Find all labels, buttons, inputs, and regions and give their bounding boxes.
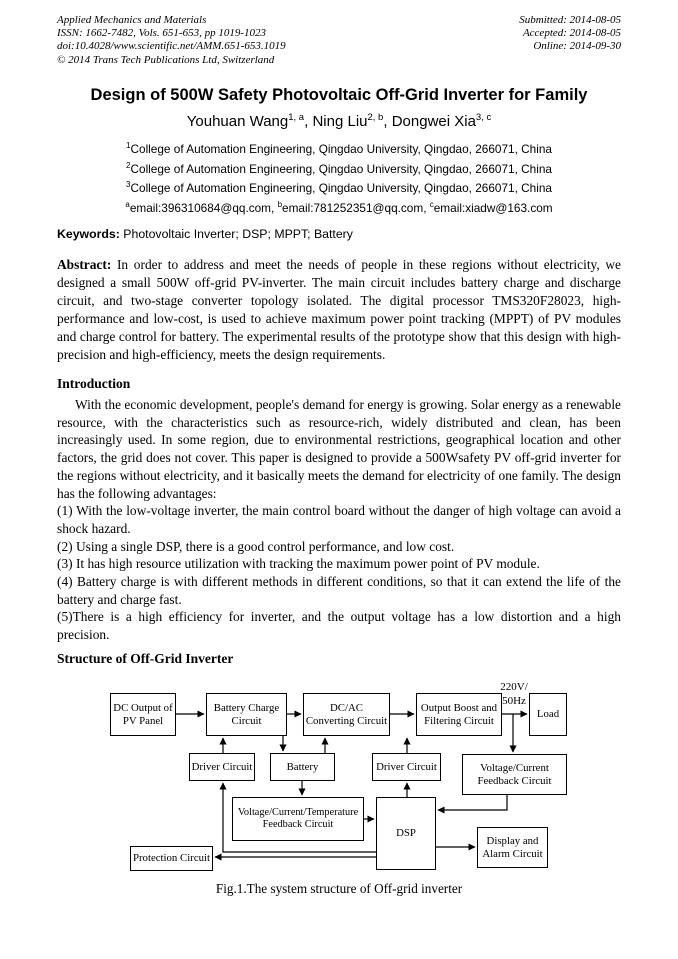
affiliation-text: College of Automation Engineering, Qingd… [130,161,552,176]
author-name: Dongwei Xia [391,113,476,130]
figure-box-driver-circuit-1: Driver Circuit [189,753,255,781]
ac-output-frequency: 50Hz [502,694,526,707]
figure-box-battery-charge: Battery Charge Circuit [206,693,287,736]
journal-name: Applied Mechanics and Materials [57,14,207,26]
journal-header-right: Submitted: 2014-08-05 Accepted: 2014-08-… [519,14,621,67]
email-superscript: b [277,199,283,209]
authors-line: Youhuan Wang1, a, Ning Liu2, b, Dongwei … [0,112,678,130]
copyright-line: © 2014 Trans Tech Publications Ltd, Swit… [57,53,275,66]
author-name: Youhuan Wang [186,113,289,130]
journal-header-left: Applied Mechanics and Materials ISSN: 16… [57,14,286,67]
affiliation-line: 2College of Automation Engineering, Qing… [0,158,678,178]
email-text: email:396310684@qq.com, [129,200,278,215]
advantage-item-2: (2) Using a single DSP, there is a good … [57,538,455,554]
introduction-paragraph: With the economic development, people's … [57,397,621,501]
email-superscript: c [429,199,434,209]
figure-box-vc-feedback: Voltage/Current Feedback Circuit [462,754,567,795]
advantage-item-3: (3) It has high resource utilization wit… [57,556,540,572]
advantage-item-4: (4) Battery charge is with different met… [57,574,621,607]
paper-title: Design of 500W Safety Photovoltaic Off-G… [90,86,588,104]
affiliation-text: College of Automation Engineering, Qingd… [130,180,552,195]
accepted-date: Accepted: 2014-08-05 [522,27,621,40]
author-separator: , [304,113,313,130]
figure-box-dsp: DSP [376,797,436,870]
author-name: Ning Liu [312,113,368,130]
journal-header: Applied Mechanics and Materials ISSN: 16… [57,14,621,67]
arrow-vc-feedback-to-dsp [437,795,508,814]
figure-box-output-boost: Output Boost and Filtering Circuit [416,693,502,736]
figure-box-vct-feedback: Voltage/Current/Temperature Feedback Cir… [232,797,364,841]
ac-output-label: 220V/ 50Hz [498,681,530,708]
keywords-text: Photovoltaic Inverter; DSP; MPPT; Batter… [119,227,353,241]
figure-arrows-svg [176,710,528,861]
submitted-date: Submitted: 2014-08-05 [519,14,621,26]
figure-box-dcac-converting: DC/AC Converting Circuit [303,693,390,736]
figure-diagram: DC Output of PV Panel Battery Charge Cir… [54,678,624,878]
figure-box-battery: Battery [270,753,335,781]
abstract-label: Abstract: [57,257,112,272]
figure-box-driver-circuit-2: Driver Circuit [372,753,441,781]
figure-box-display-alarm: Display and Alarm Circuit [477,827,548,868]
doi-line: doi:10.4028/www.scientific.net/AMM.651-6… [57,40,286,53]
section-heading-introduction: Introduction [57,376,131,391]
author-superscript: 3, c [475,112,492,123]
abstract-paragraph: Abstract: In order to address and meet t… [57,256,621,364]
ac-output-voltage: 220V/ [500,681,528,693]
figure-box-load: Load [529,693,567,736]
email-line: aemail:396310684@qq.com, bemail:78125235… [0,197,678,217]
figure-box-protection: Protection Circuit [130,846,213,871]
affiliation-line: 1College of Automation Engineering, Qing… [0,138,678,158]
section-heading-structure: Structure of Off-Grid Inverter [57,651,234,666]
online-date: Online: 2014-09-30 [533,40,621,53]
abstract-text: In order to address and meet the needs o… [57,257,621,362]
figure-box-dc-output: DC Output of PV Panel [110,693,176,736]
affiliation-line: 3College of Automation Engineering, Qing… [0,177,678,197]
affiliation-superscript: 1 [126,141,131,150]
author-superscript: 1, a [288,112,305,123]
email-text: email:xiadw@163.com [433,200,553,215]
arrow-dsp-to-driver1 [219,782,376,853]
issn-line: ISSN: 1662-7482, Vols. 651-653, pp 1019-… [57,27,266,40]
keywords-line: Keywords: Photovoltaic Inverter; DSP; MP… [57,227,621,241]
keywords-label: Keywords: [57,227,120,241]
email-text: email:781252351@qq.com, [282,200,430,215]
affiliation-superscript: 3 [126,180,131,190]
introduction-body: With the economic development, people's … [57,396,621,644]
advantage-item-5: (5)There is a high efficiency for invert… [57,609,621,643]
author-separator: , [383,113,392,130]
figure-caption: Fig.1.The system structure of Off-grid i… [215,881,463,896]
affiliations-block: 1College of Automation Engineering, Qing… [0,138,678,216]
affiliation-text: College of Automation Engineering, Qingd… [130,141,552,156]
author-superscript: 2, b [367,112,384,123]
affiliation-superscript: 2 [126,160,131,170]
advantage-item-1: (1) With the low-voltage inverter, the m… [57,503,621,536]
email-superscript: a [125,199,130,209]
